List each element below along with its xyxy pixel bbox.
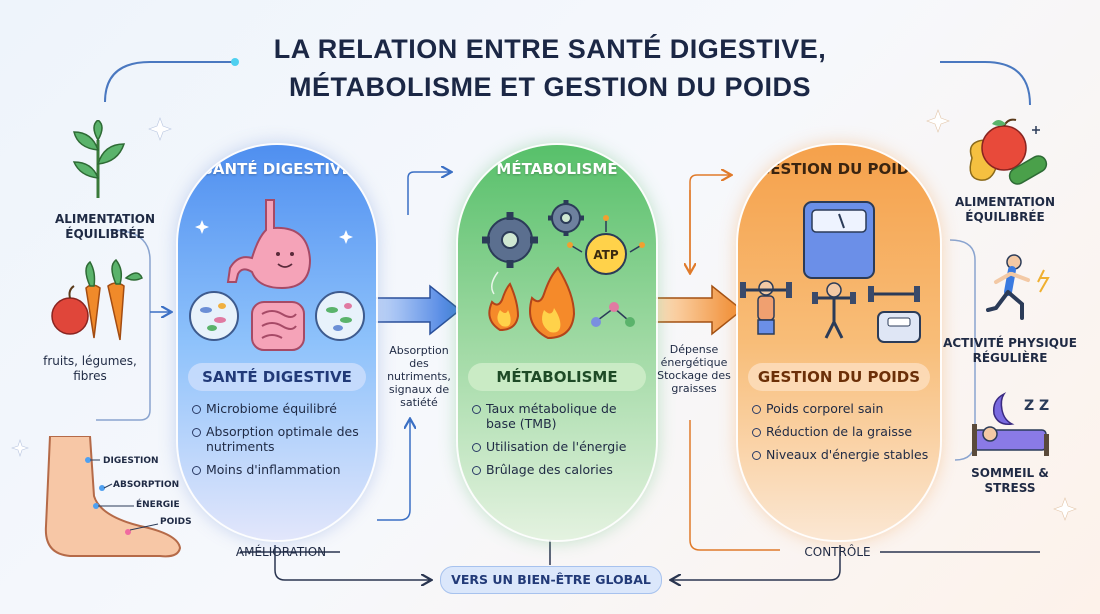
list-item: Poids corporel sain — [752, 401, 930, 416]
list-item: Absorption optimale des nutriments — [192, 424, 366, 454]
weight-list: Poids corporel sain Réduction de la grai… — [752, 401, 930, 470]
flame-large-icon — [529, 266, 576, 340]
sleep-icon: Z Z — [972, 392, 1049, 456]
foot-label-absorption: ABSORPTION — [113, 480, 180, 490]
stomach-icon — [226, 199, 312, 290]
digestive-health-column: SANTÉ DIGESTIVE SANTÉ DIGESTIVE Microbio… — [178, 145, 376, 540]
flame-small-icon — [488, 282, 520, 332]
bottom-control-label: CONTRÔLE — [804, 545, 871, 559]
vegetables-icon — [51, 258, 143, 341]
digestive-icons — [189, 199, 365, 351]
title-line-1: LA RELATION ENTRE SANTÉ DIGESTIVE, — [273, 34, 827, 64]
metabolism-header: MÉTABOLISME — [496, 160, 618, 178]
list-item: Niveaux d'énergie stables — [752, 447, 930, 462]
gear-icon — [482, 212, 538, 268]
foot-icon — [44, 436, 182, 558]
scale-icon — [803, 201, 875, 279]
intestine-icon — [251, 301, 305, 351]
weight-icons — [740, 201, 921, 343]
gear-small-icon — [548, 200, 584, 236]
person-lifting-icon — [740, 280, 792, 335]
weight-management-column: GESTION DU POIDS GESTIO — [738, 145, 940, 540]
list-item: Taux métabolique de base (TMB) — [472, 401, 646, 431]
metabolism-icons: ATP — [482, 200, 645, 340]
person-dumbbell-icon — [812, 282, 856, 339]
atp-label: ATP — [593, 248, 619, 262]
atp-icon: ATP — [567, 215, 645, 275]
title-line-2: MÉTABOLISME ET GESTION DU POIDS — [288, 72, 812, 102]
flow-label-energy-expense: Dépense énergétique — [660, 343, 728, 369]
metabolism-list: Taux métabolique de base (TMB) Utilisati… — [472, 401, 646, 485]
microbiome-left-icon — [189, 291, 239, 341]
foot-label-energy: ÉNERGIE — [136, 500, 180, 510]
right-balanced-diet-label: ALIMENTATION ÉQUILIBRÉE — [954, 195, 1056, 224]
left-food-label: fruits, légumes, fibres — [43, 354, 137, 383]
weight-header: GESTION DU POIDS — [757, 160, 921, 178]
list-item: Utilisation de l'énergie — [472, 439, 646, 454]
right-sleep-label: SOMMEIL & STRESS — [971, 466, 1049, 495]
flow-label-dig-to-met: Absorption des nutriments, signaux de sa… — [387, 344, 451, 409]
bottom-improvement-label: AMÉLIORATION — [235, 545, 327, 559]
list-item: Moins d'inflammation — [192, 462, 366, 477]
molecule-icon — [591, 302, 635, 327]
foot-label-weight: POIDS — [160, 517, 192, 527]
list-item: Brûlage des calories — [472, 462, 646, 477]
metabolism-band: MÉTABOLISME — [468, 363, 646, 391]
page-title: LA RELATION ENTRE SANTÉ DIGESTIVE, MÉTAB… — [200, 30, 900, 106]
global-wellbeing-badge: VERS UN BIEN-ÊTRE GLOBAL — [440, 566, 662, 594]
fruits-icon — [969, 118, 1048, 185]
flow-label-fat-storage: Stockage des graisses — [657, 369, 731, 395]
digestive-band: SANTÉ DIGESTIVE — [188, 363, 366, 391]
right-activity-label: ACTIVITÉ PHYSIQUE RÉGULIÈRE — [943, 336, 1077, 365]
plant-icon — [72, 120, 126, 198]
metabolism-column: MÉTABOLISME ATP — [458, 145, 656, 540]
zzz-label: Z Z — [1024, 398, 1049, 414]
runner-icon — [986, 254, 1050, 320]
list-item: Microbiome équilibré — [192, 401, 366, 416]
bathroom-scale-icon — [877, 311, 921, 343]
foot-label-digestion: DIGESTION — [103, 456, 159, 466]
left-balanced-diet-label: ALIMENTATION ÉQUILIBRÉE — [54, 212, 156, 241]
digestive-list: Microbiome équilibré Absorption optimale… — [192, 401, 366, 485]
dumbbell-icon — [868, 286, 920, 302]
list-item: Réduction de la graisse — [752, 424, 930, 439]
digestive-header: SANTÉ DIGESTIVE — [202, 160, 352, 178]
microbiome-right-icon — [315, 291, 365, 341]
weight-band: GESTION DU POIDS — [748, 363, 930, 391]
